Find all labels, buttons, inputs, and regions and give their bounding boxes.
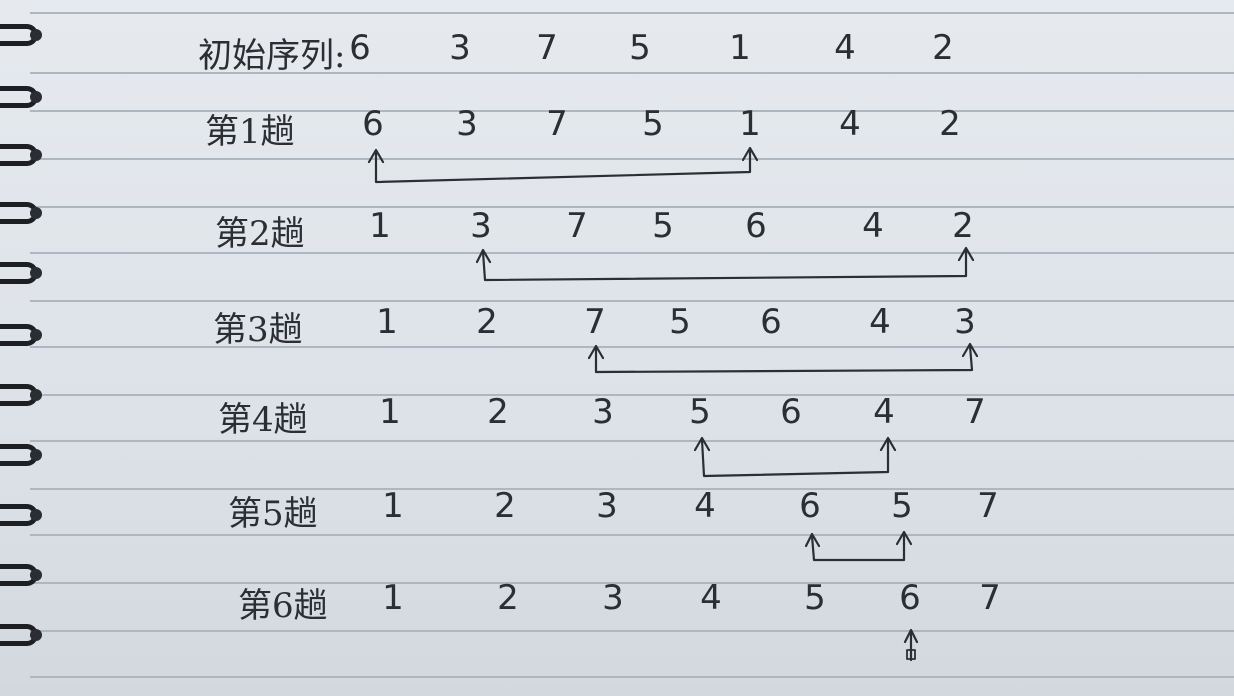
value-cell: 5 [669,302,691,342]
value-cell: 6 [780,392,802,432]
ruled-line [30,252,1234,254]
spiral-ring [0,382,46,410]
value-cell: 7 [546,104,568,144]
value-cell: 2 [476,302,498,342]
value-cell: 6 [745,206,767,246]
spiral-ring [0,442,46,470]
value-cell: 3 [954,302,976,342]
value-cell: 7 [979,578,1001,618]
spiral-ring [0,562,46,590]
value-cell: 1 [739,104,761,144]
value-cell: 2 [952,206,974,246]
spiral-ring [0,142,46,170]
value-cell: 1 [382,578,404,618]
value-cell: 5 [652,206,674,246]
value-cell: 2 [939,104,961,144]
value-cell: 5 [689,392,711,432]
ruled-line [30,346,1234,348]
value-cell: 5 [642,104,664,144]
spiral-ring [0,322,46,350]
row-label: 第3趟 [213,310,303,350]
value-cell: 7 [536,28,558,68]
value-cell: 1 [379,392,401,432]
value-cell: 3 [596,486,618,526]
row-pass-2: 第2趟 1 3 7 5 6 4 2 [0,206,1234,266]
ruled-line [30,534,1234,536]
spiral-ring [0,84,46,112]
value-cell: 4 [873,392,895,432]
swap-arrow-pass-5 [810,532,906,562]
value-cell: 7 [566,206,588,246]
ruled-line [30,582,1234,584]
swap-arrow-pass-1 [374,148,752,184]
value-cell: 3 [449,28,471,68]
row-label: 第2趟 [215,214,305,254]
spiral-ring [0,200,46,228]
value-cell: 3 [602,578,624,618]
value-cell: 3 [470,206,492,246]
row-pass-5: 第5趟 1 2 3 4 6 5 7 [0,486,1234,546]
spiral-ring [0,260,46,288]
row-initial: 初始序列: 6 3 7 5 1 4 2 [0,28,1234,88]
row-pass-3: 第3趟 1 2 7 5 6 4 3 [0,302,1234,362]
value-cell: 7 [584,302,606,342]
value-cell: 2 [494,486,516,526]
row-pass-6: 第6趟 1 2 3 4 5 6 7 [0,578,1234,638]
value-cell: 4 [839,104,861,144]
value-cell: 1 [369,206,391,246]
value-cell: 1 [376,302,398,342]
row-label: 初始序列: [198,36,346,76]
value-cell: 4 [694,486,716,526]
ruled-line [30,158,1234,160]
ruled-line [30,630,1234,632]
ruled-line [30,110,1234,112]
ruled-line [30,300,1234,302]
spiral-ring [0,22,46,50]
swap-arrow-pass-4 [700,438,890,478]
ruled-line [30,206,1234,208]
value-cell: 1 [729,28,751,68]
row-pass-4: 第4趟 1 2 3 5 6 4 7 [0,392,1234,452]
swap-arrow-pass-3 [594,344,974,374]
row-label: 第6趟 [238,586,328,626]
row-label: 第1趟 [205,112,295,152]
value-cell: 2 [487,392,509,432]
value-cell: 4 [869,302,891,342]
row-pass-1: 第1趟 6 3 7 5 1 4 2 [0,104,1234,164]
value-cell: 4 [834,28,856,68]
value-cell: 7 [964,392,986,432]
value-cell: 5 [629,28,651,68]
row-label: 第5趟 [228,494,318,534]
spiral-ring [0,622,46,650]
value-cell: 2 [497,578,519,618]
ruled-line [30,12,1234,14]
value-cell: 6 [899,578,921,618]
value-cell: 5 [891,486,913,526]
swap-arrow-pass-2 [481,248,968,282]
value-cell: 1 [382,486,404,526]
value-cell: 6 [760,302,782,342]
ruled-line [30,488,1234,490]
value-cell: 3 [456,104,478,144]
value-cell: 6 [349,28,371,68]
ruled-line [30,72,1234,74]
ruled-line [30,394,1234,396]
value-cell: 6 [799,486,821,526]
value-cell: 6 [362,104,384,144]
value-cell: 7 [977,486,999,526]
ruled-line [30,440,1234,442]
ruled-line [30,676,1234,678]
value-cell: 5 [804,578,826,618]
value-cell: 4 [700,578,722,618]
spiral-ring [0,502,46,530]
value-cell: 3 [592,392,614,432]
value-cell: 2 [932,28,954,68]
value-cell: 4 [862,206,884,246]
row-label: 第4趟 [218,400,308,440]
